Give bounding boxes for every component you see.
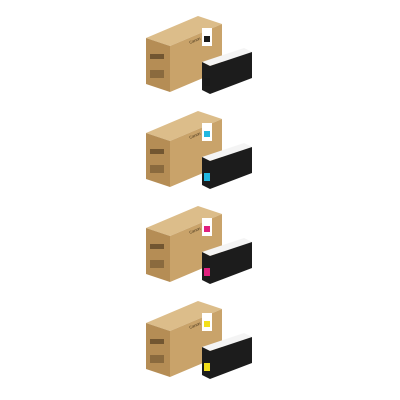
cartridge-color-tab: [204, 78, 210, 86]
toner-box: Canon: [146, 301, 222, 377]
cartridge-body: [210, 52, 252, 94]
cartridge-body: [210, 242, 252, 284]
box-end-face: [146, 38, 170, 92]
toner-cartridge: [202, 48, 252, 94]
box-print-block: [150, 339, 164, 344]
cartridge-color-tab: [204, 363, 210, 371]
box-color-swatch: [204, 131, 210, 137]
cartridge-body: [210, 147, 252, 189]
cartridge-top: [202, 143, 252, 161]
box-top: [146, 111, 222, 141]
box-top: [146, 301, 222, 331]
product-black: Canon: [140, 8, 260, 100]
box-barcode: [150, 260, 164, 268]
box-end-face: [146, 323, 170, 377]
box-brand-text: Canon: [188, 131, 201, 140]
box-end-face: [146, 228, 170, 282]
box-barcode: [150, 355, 164, 363]
product-yellow: Canon: [140, 293, 260, 385]
toner-cartridge: [202, 143, 252, 189]
box-brand-text: Canon: [188, 321, 201, 330]
box-top: [146, 16, 222, 46]
box-brand-text: Canon: [188, 226, 201, 235]
cartridge-top: [202, 238, 252, 256]
box-print-block: [150, 54, 164, 59]
cartridge-color-tab: [204, 173, 210, 181]
box-top: [146, 206, 222, 236]
box-color-swatch: [204, 321, 210, 327]
box-print-block: [150, 244, 164, 249]
cartridge-body: [210, 337, 252, 379]
cartridge-color-tab: [204, 268, 210, 276]
box-end-face: [146, 133, 170, 187]
cartridge-top: [202, 48, 252, 66]
product-cyan: Canon: [140, 103, 260, 195]
box-barcode: [150, 70, 164, 78]
box-color-swatch: [204, 226, 210, 232]
box-barcode: [150, 165, 164, 173]
box-brand-text: Canon: [188, 36, 201, 45]
product-magenta: Canon: [140, 198, 260, 290]
toner-cartridge: [202, 238, 252, 284]
box-print-block: [150, 149, 164, 154]
cartridge-top: [202, 333, 252, 351]
toner-cartridge: [202, 333, 252, 379]
box-color-swatch: [204, 36, 210, 42]
